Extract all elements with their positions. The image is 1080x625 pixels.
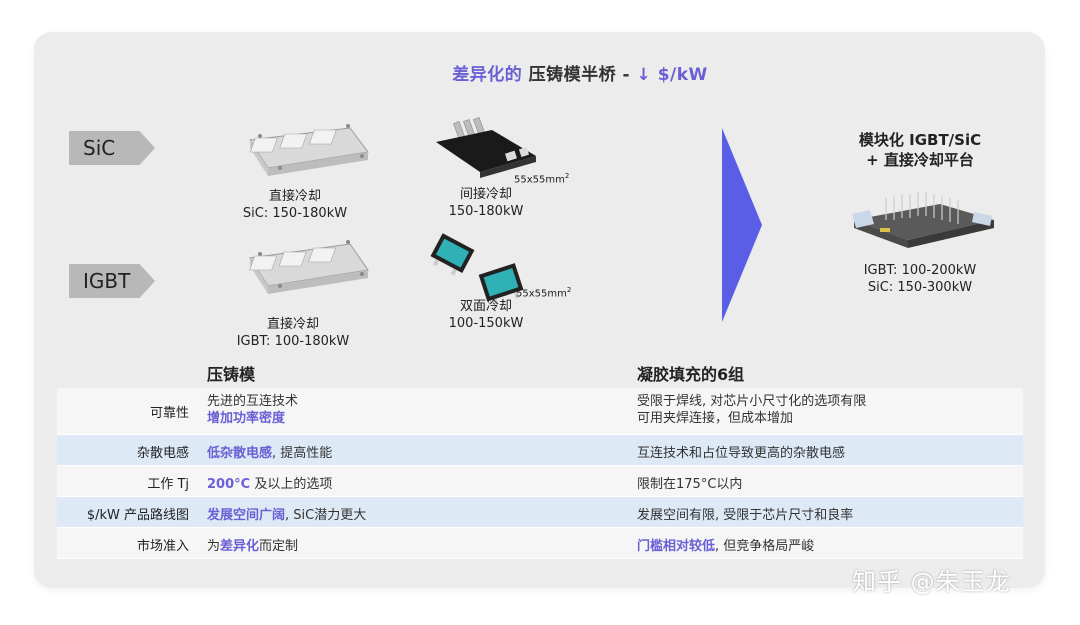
- igbt-direct-caption: 直接冷却 IGBT: 100-180kW: [226, 316, 360, 350]
- modular-heading-line1: 模块化 IGBT/SiC: [858, 131, 982, 149]
- igbt-double-size: 55x55mm2: [516, 286, 572, 300]
- modular-platform-caption: IGBT: 100-200kW SiC: 150-300kW: [830, 262, 1010, 296]
- table-row-stray-inductance: 杂散电感 低杂散电感, 提高性能 互连技术和占位导致更高的杂散电感: [57, 435, 1023, 466]
- reliability-c1-line2: 增加功率密度: [207, 411, 286, 426]
- reliability-c2-line1: 受限于焊线, 对芯片小尺寸化的选项有限: [637, 394, 867, 409]
- title-highlight: 差异化的: [452, 65, 523, 85]
- row-label: 可靠性: [149, 406, 189, 421]
- slide-title: 差异化的 压铸模半桥 - ↓ $/kW: [0, 60, 1080, 85]
- row-gel-cell: 发展空间有限, 受限于芯片尺寸和良率: [637, 508, 854, 523]
- row-gel-cell: 受限于焊线, 对芯片小尺寸化的选项有限 可用夹焊连接，但成本增加: [637, 393, 866, 427]
- igbt-tag: IGBT: [69, 264, 155, 298]
- modular-cap-line1: IGBT: 100-200kW: [863, 263, 977, 278]
- row-die-cast-cell: 200°C 及以上的选项: [207, 477, 333, 492]
- section-head-gel: 凝胶填充的6组: [637, 365, 745, 384]
- title-main: 压铸模半桥 -: [528, 65, 631, 85]
- table-row-roadmap: $/kW 产品路线图 发展空间广阔, SiC潜力更大 发展空间有限, 受限于芯片…: [57, 497, 1023, 528]
- reliability-c1-line1: 先进的互连技术: [207, 394, 299, 409]
- sic-direct-line2: SiC: 150-180kW: [242, 206, 348, 221]
- igbt-double-line1: 双面冷却: [459, 299, 512, 314]
- modular-platform-heading: 模块化 IGBT/SiC + 直接冷却平台: [830, 130, 1010, 170]
- modular-platform-image: [852, 192, 994, 248]
- igbt-direct-line1: 直接冷却: [266, 317, 319, 332]
- sic-indirect-line1: 间接冷却: [459, 187, 512, 202]
- table-row-market-access: 市场准入 为差异化而定制 门槛相对较低, 但竞争格局严峻: [57, 528, 1023, 559]
- modular-heading-line2: + 直接冷却平台: [866, 151, 974, 169]
- row-die-cast-cell: 发展空间广阔, SiC潜力更大: [207, 508, 367, 523]
- comparison-table: 可靠性 先进的互连技术 增加功率密度 受限于焊线, 对芯片小尺寸化的选项有限 可…: [57, 388, 1023, 559]
- sic-indirect-module-image: [436, 117, 536, 178]
- sic-tag: SiC: [69, 131, 155, 165]
- row-gel-cell: 限制在175°C以内: [637, 477, 743, 492]
- sic-direct-module-image: [249, 124, 369, 176]
- row-die-cast-cell: 先进的互连技术 增加功率密度: [207, 393, 298, 427]
- row-die-cast-cell: 低杂散电感, 提高性能: [207, 446, 333, 461]
- row-label: 市场准入: [136, 539, 189, 554]
- sic-indirect-caption: 间接冷却 150-180kW: [436, 186, 536, 220]
- igbt-double-sided-module-image: [430, 233, 524, 306]
- row-label: $/kW 产品路线图: [86, 508, 189, 523]
- table-row-tj: 工作 Tj 200°C 及以上的选项 限制在175°C以内: [57, 466, 1023, 497]
- sic-direct-line1: 直接冷却: [268, 189, 321, 204]
- section-head-diecast: 压铸模: [207, 365, 256, 384]
- row-gel-cell: 门槛相对较低, 但竞争格局严峻: [637, 539, 815, 554]
- modular-cap-line2: SiC: 150-300kW: [867, 280, 973, 295]
- igbt-direct-line2: IGBT: 100-180kW: [236, 334, 350, 349]
- igbt-double-line2: 100-150kW: [448, 316, 524, 331]
- title-arrow: ↓ $/kW: [636, 65, 708, 85]
- igbt-double-caption: 双面冷却 100-150kW: [436, 298, 536, 332]
- sic-indirect-line2: 150-180kW: [448, 204, 524, 219]
- igbt-direct-module-image: [249, 240, 369, 294]
- row-label: 工作 Tj: [147, 477, 189, 492]
- sic-indirect-size: 55x55mm2: [514, 172, 570, 186]
- zhihu-watermark: 知乎 @朱玉龙: [852, 568, 1011, 596]
- row-gel-cell: 互连技术和占位导致更高的杂散电感: [637, 446, 846, 461]
- sic-direct-caption: 直接冷却 SiC: 150-180kW: [230, 188, 360, 222]
- table-row-reliability: 可靠性 先进的互连技术 增加功率密度 受限于焊线, 对芯片小尺寸化的选项有限 可…: [57, 388, 1023, 435]
- row-die-cast-cell: 为差异化而定制: [207, 539, 299, 554]
- reliability-c2-line2: 可用夹焊连接，但成本增加: [637, 411, 794, 426]
- row-label: 杂散电感: [136, 446, 189, 461]
